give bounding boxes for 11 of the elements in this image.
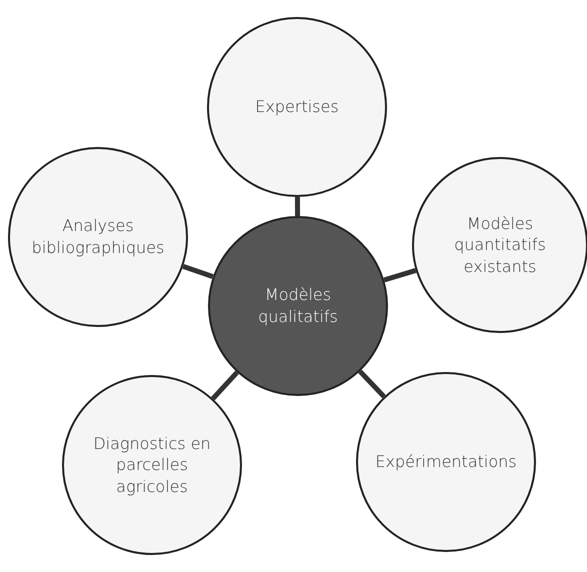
node-label: Expertises bbox=[254, 96, 340, 118]
node-label: Diagnostics en parcelles agricoles bbox=[92, 432, 212, 498]
connector-line bbox=[383, 268, 416, 282]
connector-line bbox=[211, 370, 239, 400]
node-label: Analyses bibliographiques bbox=[30, 215, 166, 259]
node-label: Expérimentations bbox=[374, 451, 518, 473]
node-label: Modèles qualitatifs bbox=[257, 284, 339, 328]
connector-line bbox=[294, 196, 300, 216]
node-label: Modèles quantitatifs existants bbox=[453, 212, 547, 278]
connector-line bbox=[182, 264, 214, 280]
connector-line bbox=[358, 370, 386, 398]
